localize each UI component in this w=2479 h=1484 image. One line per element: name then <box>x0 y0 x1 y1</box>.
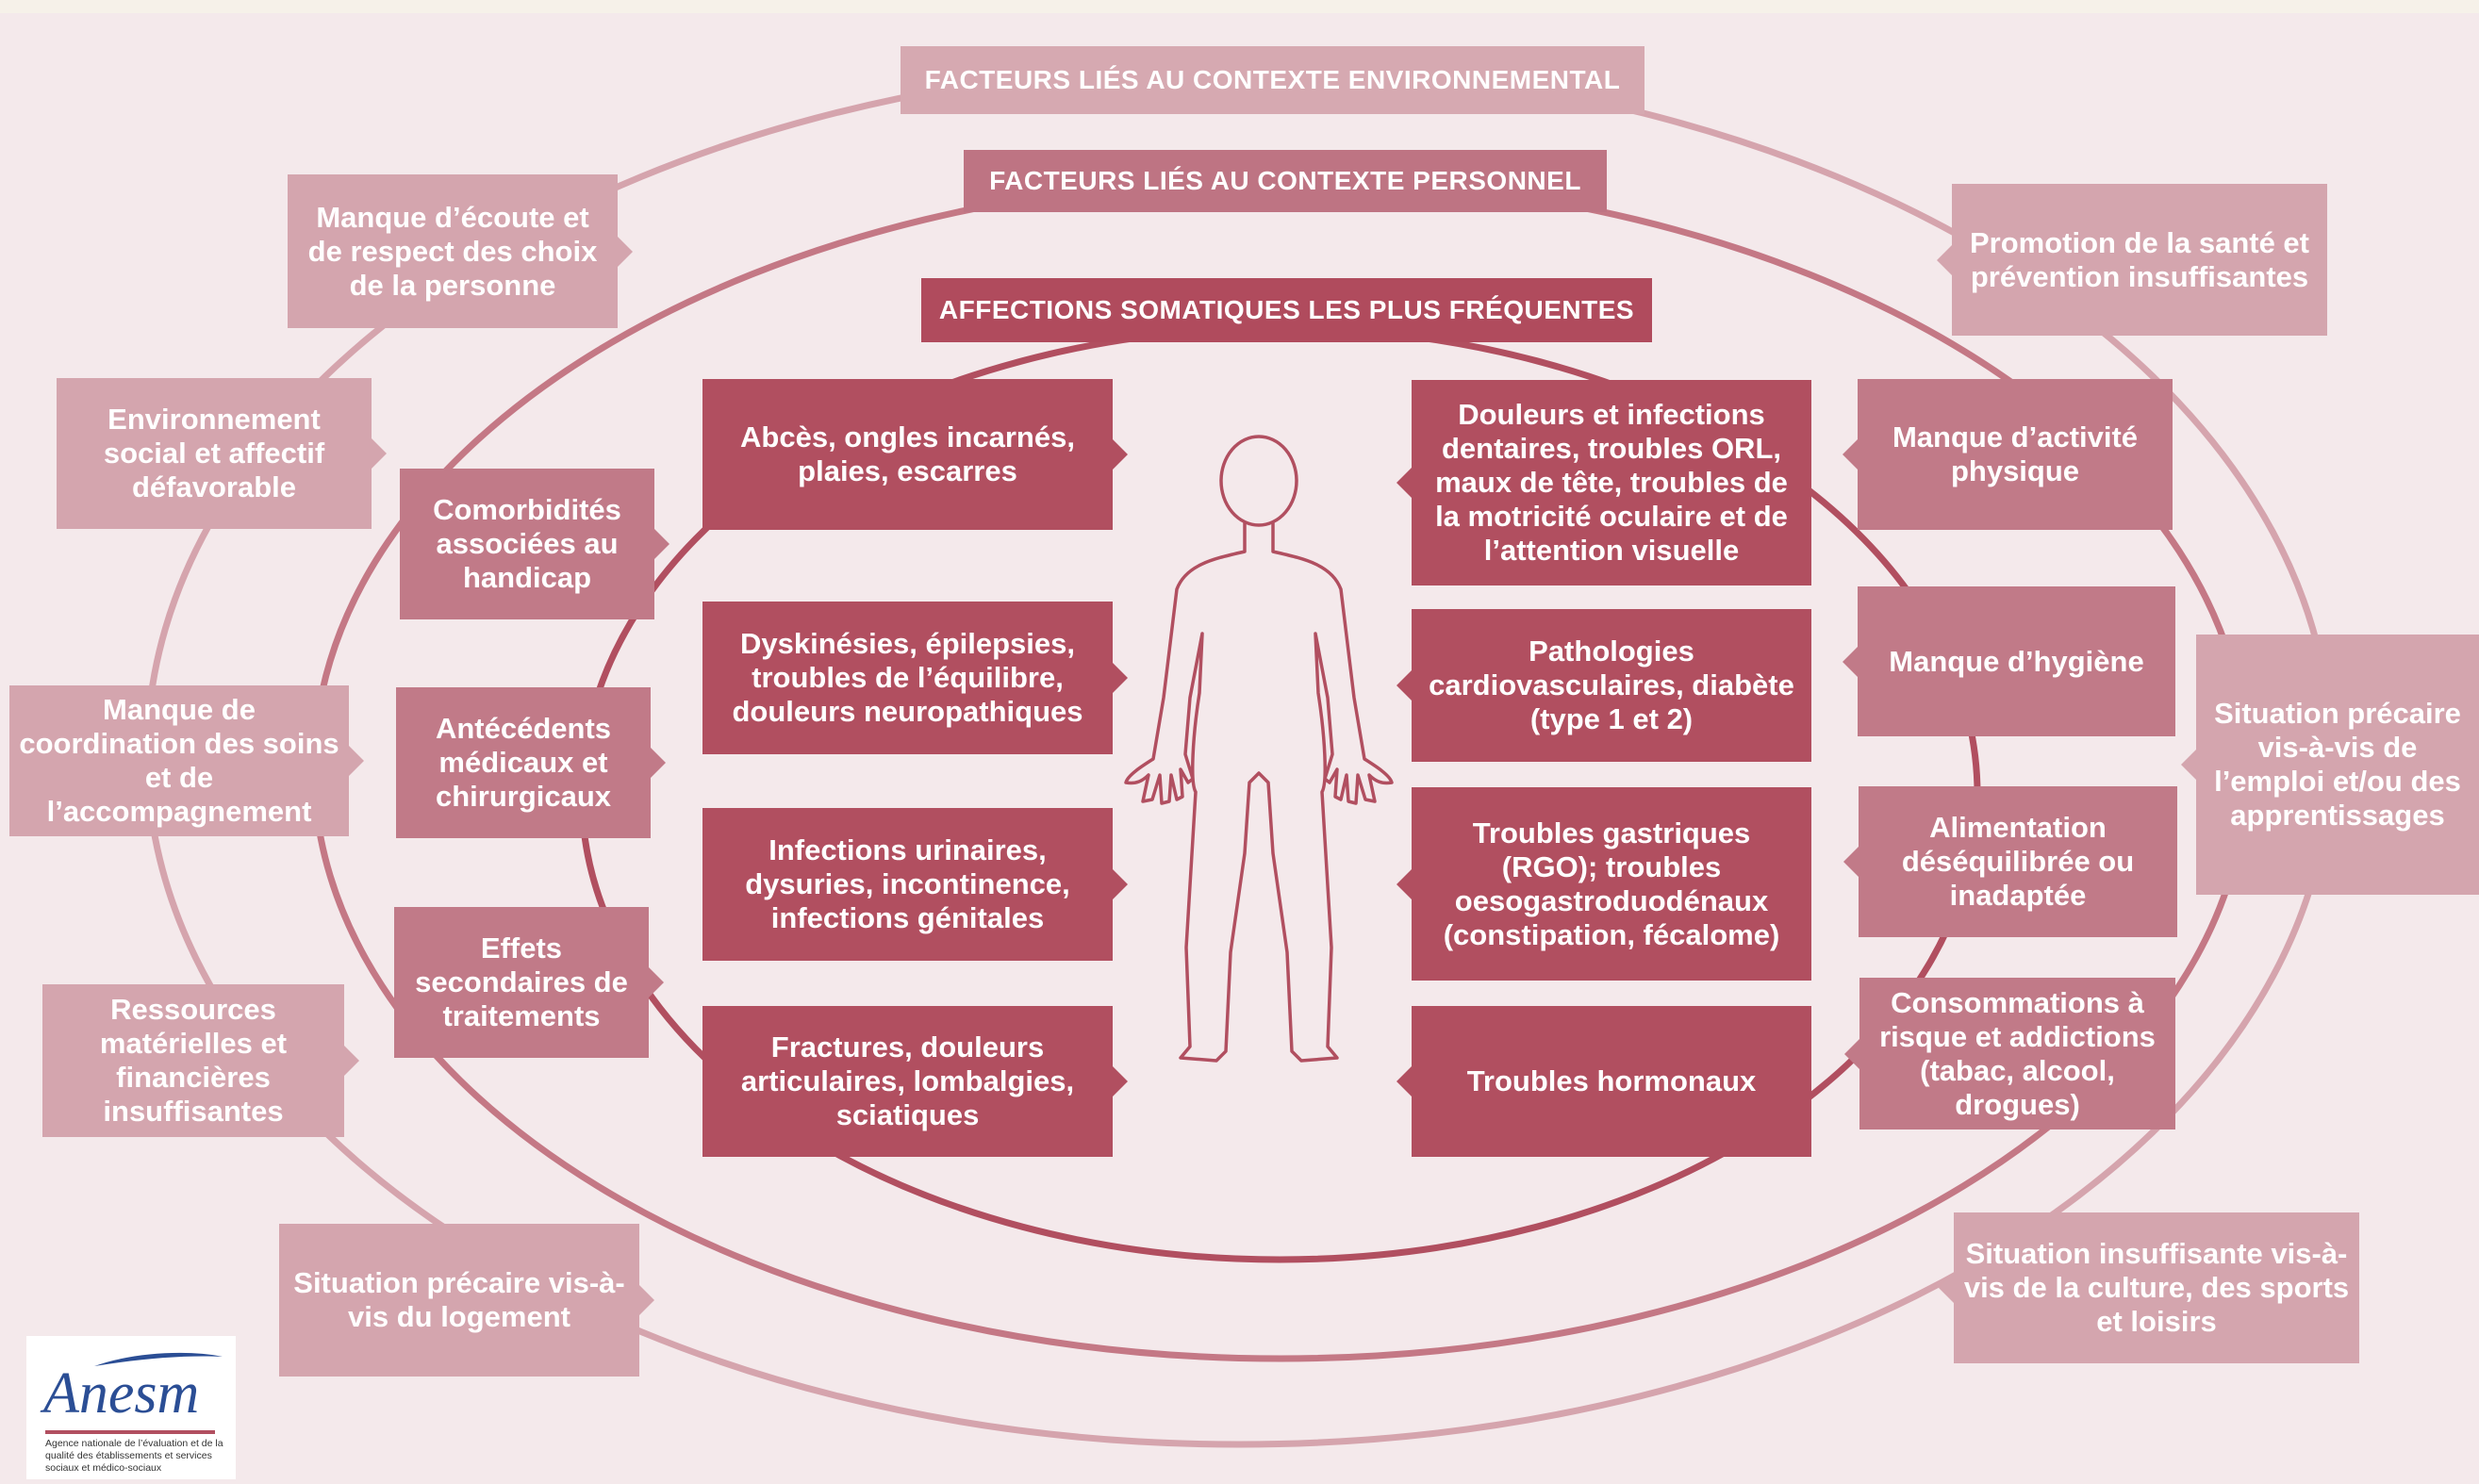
logo-tagline: Agence nationale de l’évaluation et de l… <box>45 1438 223 1474</box>
arrow-left-icon <box>1843 847 1859 877</box>
header-somatic: AFFECTIONS SOMATIQUES LES PLUS FRÉQUENTE… <box>921 278 1652 342</box>
anesm-logo: Anesm Agence nationale de l’évaluation e… <box>26 1336 236 1479</box>
somatic-affection: Douleurs et infections dentaires, troubl… <box>1397 380 1811 585</box>
somatic-affection: Dyskinésies, épilepsies, troubles de l’é… <box>702 602 1128 754</box>
logo-divider <box>45 1430 215 1434</box>
personal-factor-label: Alimentation déséquilibrée ou inadaptée <box>1901 811 2135 912</box>
top-strip <box>0 0 2479 13</box>
personal-factor-label: Antécédents médicaux et chirurgicaux <box>435 712 612 813</box>
env-factor: Situation insuffisante vis-à-vis de la c… <box>1939 1212 2359 1363</box>
arrow-left-icon <box>1397 868 1412 899</box>
env-factor: Environnement social et affectif défavor… <box>57 378 387 529</box>
arrow-left-icon <box>1843 646 1858 677</box>
personal-factor: Effets secondaires de traitements <box>394 907 664 1058</box>
env-factor: Situation précaire vis-à-vis du logement <box>279 1224 654 1377</box>
env-factor: Manque de coordination des soins et de l… <box>9 685 364 836</box>
personal-factor: Alimentation déséquilibrée ou inadaptée <box>1843 786 2177 937</box>
env-factor-label: Ressources matérielles et financières in… <box>99 993 288 1128</box>
header-personal: FACTEURS LIÉS AU CONTEXTE PERSONNEL <box>964 150 1607 212</box>
somatic-affection-label: Troubles hormonaux <box>1466 1064 1757 1097</box>
somatic-affection: Infections urinaires, dysuries, incontin… <box>702 808 1128 961</box>
arrow-right-icon <box>649 967 664 998</box>
env-factor-label: Situation insuffisante vis-à-vis de la c… <box>1963 1237 2350 1338</box>
header-environmental: FACTEURS LIÉS AU CONTEXTE ENVIRONNEMENTA… <box>901 46 1644 114</box>
personal-factor: Manque d’hygiène <box>1843 586 2175 736</box>
arrow-right-icon <box>618 236 633 267</box>
env-factor-label: Situation précaire vis-à-vis de l’emploi… <box>2214 697 2461 832</box>
somatic-affection-label: Troubles gastriques (RGO); troubles oeso… <box>1443 816 1780 951</box>
somatic-affection-label: Fractures, douleurs articulaires, lombal… <box>740 1031 1075 1131</box>
arrow-right-icon <box>1113 439 1128 470</box>
personal-factor: Manque d’activité physique <box>1843 379 2173 530</box>
env-factor: Situation précaire vis-à-vis de l’emploi… <box>2181 635 2479 895</box>
arrow-right-icon <box>651 748 666 778</box>
personal-factor: Consommations à risque et addictions (ta… <box>1844 978 2175 1129</box>
arrow-left-icon <box>1397 468 1412 498</box>
somatic-affection-label: Pathologies cardiovasculaires, diabète (… <box>1429 635 1794 735</box>
personal-factor: Antécédents médicaux et chirurgicaux <box>396 687 666 838</box>
somatic-affection: Troubles hormonaux <box>1397 1006 1811 1157</box>
arrow-right-icon <box>654 529 669 559</box>
personal-factor-label: Effets secondaires de traitements <box>415 932 628 1032</box>
env-factor: Manque d’écoute et de respect des choix … <box>288 174 633 328</box>
header-environmental-label: FACTEURS LIÉS AU CONTEXTE ENVIRONNEMENTA… <box>924 65 1621 94</box>
env-factor: Promotion de la santé et prévention insu… <box>1937 184 2327 336</box>
arrow-right-icon <box>344 1046 359 1076</box>
somatic-affection: Pathologies cardiovasculaires, diabète (… <box>1397 609 1811 762</box>
env-factor-label: Manque d’écoute et de respect des choix … <box>307 200 598 302</box>
arrow-right-icon <box>372 438 387 469</box>
arrow-left-icon <box>1844 1038 1859 1069</box>
arrow-left-icon <box>1843 439 1858 470</box>
human-body-outline-icon <box>1124 435 1394 1063</box>
env-factor-label: Promotion de la santé et prévention insu… <box>1969 225 2309 293</box>
header-somatic-label: AFFECTIONS SOMATIQUES LES PLUS FRÉQUENTE… <box>938 295 1635 324</box>
logo-name: Anesm <box>43 1361 200 1426</box>
personal-factor: Comorbidités associées au handicap <box>400 469 669 619</box>
env-factor-label: Manque de coordination des soins et de l… <box>19 693 339 828</box>
arrow-right-icon <box>1113 869 1128 899</box>
env-factor: Ressources matérielles et financières in… <box>42 984 359 1137</box>
header-personal-label: FACTEURS LIÉS AU CONTEXTE PERSONNEL <box>989 166 1581 195</box>
somatic-affection-label: Infections urinaires, dysuries, incontin… <box>745 833 1070 934</box>
logo-swoosh-icon <box>94 1352 223 1366</box>
personal-factor-label: Comorbidités associées au handicap <box>433 493 621 594</box>
env-factor-label: Environnement social et affectif défavor… <box>103 403 325 503</box>
somatic-affection-label: Douleurs et infections dentaires, troubl… <box>1435 398 1788 567</box>
arrow-left-icon <box>2181 750 2196 780</box>
somatic-affection-label: Abcès, ongles incarnés, plaies, escarres <box>740 420 1075 487</box>
personal-factor-label: Manque d’hygiène <box>1889 644 2144 678</box>
arrow-left-icon <box>1397 670 1412 701</box>
somatic-affection-label: Dyskinésies, épilepsies, troubles de l’é… <box>732 627 1083 728</box>
personal-factor-label: Manque d’activité physique <box>1892 420 2139 487</box>
somatic-affection: Troubles gastriques (RGO); troubles oeso… <box>1397 787 1811 981</box>
arrow-left-icon <box>1939 1273 1954 1303</box>
env-factor-label: Situation précaire vis-à-vis du logement <box>293 1266 625 1333</box>
arrow-right-icon <box>639 1285 654 1315</box>
arrow-right-icon <box>1113 663 1128 693</box>
arrow-right-icon <box>349 746 364 776</box>
somatic-affection: Fractures, douleurs articulaires, lombal… <box>702 1006 1128 1157</box>
somatic-affection: Abcès, ongles incarnés, plaies, escarres <box>702 379 1128 530</box>
arrow-left-icon <box>1397 1066 1412 1097</box>
personal-factor-label: Consommations à risque et addictions (ta… <box>1879 985 2156 1121</box>
arrow-right-icon <box>1113 1066 1128 1097</box>
arrow-left-icon <box>1937 244 1952 275</box>
